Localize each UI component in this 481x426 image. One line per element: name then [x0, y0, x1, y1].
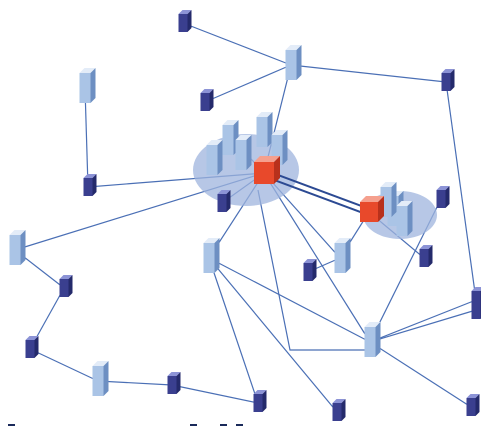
server-icon: [167, 372, 181, 394]
link-line: [29, 348, 99, 382]
server-tall-icon: [92, 361, 109, 396]
cluster-server-icon: [271, 130, 288, 165]
link-line: [290, 64, 447, 83]
link-line: [369, 299, 477, 343]
server-icon: [332, 399, 346, 421]
server-icon: [436, 186, 450, 208]
hub-secondary-icon: [360, 196, 384, 222]
server-tall-icon: [364, 322, 381, 357]
link-line: [208, 257, 371, 343]
cluster-server-icon: [235, 135, 252, 170]
cropped-text-fragment: [236, 424, 243, 426]
link-line: [369, 309, 477, 343]
backbone-layer: [262, 169, 371, 216]
server-icon: [441, 69, 455, 91]
server-icon: [217, 190, 231, 212]
server-icon: [83, 174, 97, 196]
cluster-server-icon: [256, 112, 273, 147]
server-icon: [200, 89, 214, 111]
server-icon: [25, 336, 39, 358]
cluster-server-icon: [380, 182, 397, 217]
link-line: [171, 384, 259, 404]
server-icon: [253, 390, 267, 412]
server-icon: [178, 10, 192, 32]
link-line: [97, 380, 173, 386]
server-icon: [419, 245, 433, 267]
link-line: [208, 257, 338, 413]
hubs-layer: [254, 156, 384, 222]
footer-layer: [8, 424, 243, 426]
server-icon: [303, 259, 317, 281]
backbone-line: [262, 174, 369, 216]
link-line: [84, 87, 89, 188]
link-line: [204, 64, 292, 103]
server-tall-icon: [79, 68, 96, 103]
link-line: [257, 189, 370, 351]
nodes-layer: [9, 10, 481, 421]
link-line: [369, 341, 472, 408]
server-tall-icon: [203, 238, 220, 273]
cluster-server-icon: [396, 201, 413, 236]
link-line: [182, 22, 292, 66]
cropped-text-fragment: [8, 424, 15, 426]
backbone-line: [264, 169, 371, 211]
server-icon: [471, 287, 481, 309]
link-line: [263, 172, 371, 343]
link-line: [445, 81, 477, 301]
server-tall-icon: [285, 45, 302, 80]
link-line: [208, 257, 259, 404]
server-icon: [59, 275, 73, 297]
hub-main-icon: [254, 156, 280, 184]
server-tall-icon: [9, 230, 26, 265]
cropped-text-fragment: [190, 424, 197, 426]
server-tall-icon: [334, 238, 351, 273]
server-icon: [466, 394, 480, 416]
cropped-text-fragment: [220, 424, 227, 426]
cluster-server-icon: [206, 140, 223, 175]
